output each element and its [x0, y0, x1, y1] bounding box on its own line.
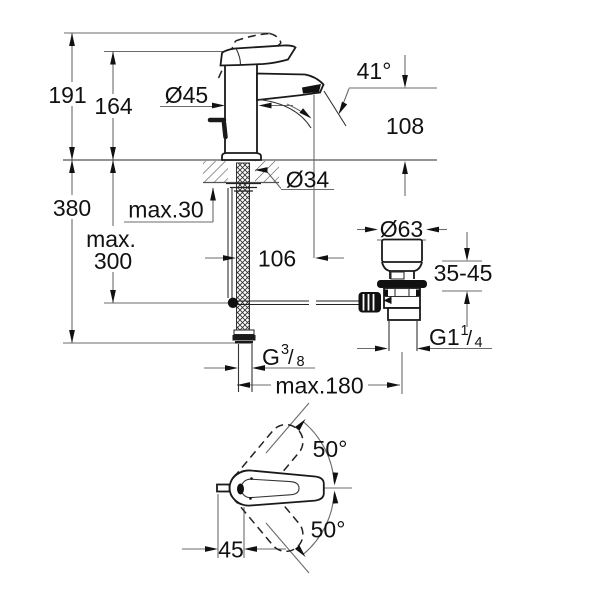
dim-max-depth-line2: 300	[94, 248, 132, 274]
supply-thread-sup: 3	[281, 342, 289, 358]
dim-swing-up: 50°	[313, 436, 348, 462]
countertop-hatch-left	[203, 161, 228, 182]
side-view	[203, 32, 427, 392]
dim-projection: 106	[258, 246, 296, 272]
waste-thread-sup: 1	[461, 323, 469, 339]
dim-lever-offset: 45	[218, 537, 244, 563]
dim-height-total: 191	[48, 82, 86, 108]
dim-hole-diameter: Ø34	[286, 167, 330, 193]
waste-thread-label: G1 1 / 4	[429, 323, 483, 351]
faucet-lever	[219, 44, 297, 67]
dimension-labels: 191 164 380 max. 300 max.30 Ø45 41° 108 …	[48, 58, 492, 563]
mounting-hardware	[226, 182, 261, 192]
dim-waste-deck-range: 35-45	[434, 260, 493, 286]
hose-fitting	[232, 329, 256, 344]
faucet-base	[221, 152, 262, 161]
dim-body-diameter: Ø45	[165, 82, 208, 108]
waste-thread-base: G1	[429, 324, 460, 350]
dim-spout-height: 108	[386, 113, 424, 139]
dim-deck-thickness: max.30	[128, 197, 203, 223]
waste-plug-cap	[381, 238, 423, 263]
dim-rod-reach: max.180	[275, 373, 363, 399]
faucet-spout	[256, 72, 325, 102]
supply-thread-sub: 8	[297, 354, 305, 370]
stream-direction-line	[323, 90, 347, 127]
aerator	[302, 84, 321, 94]
ball-joint	[227, 297, 239, 308]
lever-logo-mark	[237, 483, 244, 495]
dim-hose-length: 380	[53, 195, 91, 221]
dim-spout-angle: 41°	[357, 58, 392, 84]
dim-height-body: 164	[94, 93, 133, 119]
waste-flange	[377, 280, 427, 288]
waste-thread-slash: /	[467, 328, 473, 350]
text-backgrounds	[49, 82, 141, 272]
dim-swing-down: 50°	[311, 517, 346, 543]
dim-waste-flange-diameter: Ø63	[380, 216, 423, 242]
top-view	[216, 423, 325, 553]
waste-assembly	[358, 238, 427, 351]
supply-thread-slash: /	[288, 347, 294, 369]
dim-max-depth-line1: max.	[86, 226, 136, 252]
pop-up-rod-knob	[207, 117, 228, 140]
supply-thread-base: G	[262, 344, 280, 370]
pop-up-linkage	[238, 300, 359, 305]
lever-tab	[216, 483, 231, 493]
supply-thread-label: G 3 / 8	[262, 342, 305, 370]
waste-thread-sub: 4	[475, 335, 483, 351]
rod-clamp	[358, 292, 381, 313]
